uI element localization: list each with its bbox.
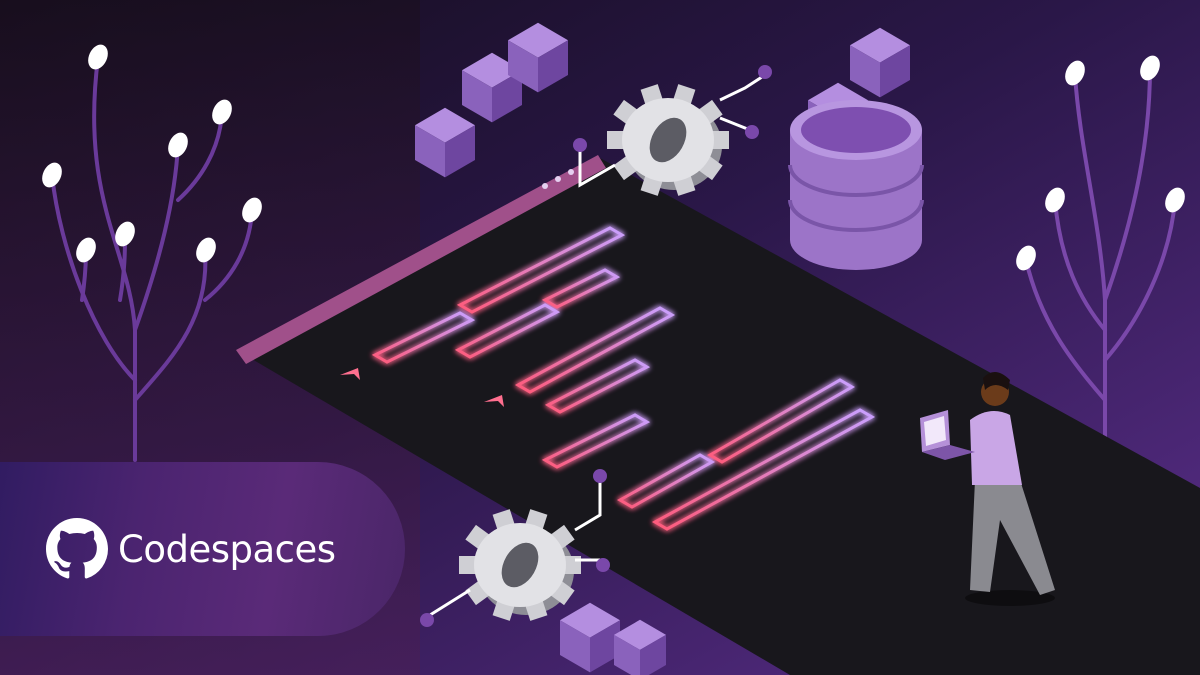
code-line (456, 226, 626, 314)
gear-icons (420, 65, 772, 627)
cube (850, 27, 910, 98)
database-icon (788, 100, 924, 270)
cube (560, 602, 620, 673)
cursor-carets (340, 368, 504, 407)
cubes (415, 22, 910, 675)
code-line (541, 268, 621, 309)
code-line (544, 358, 651, 414)
gear-icon (607, 84, 729, 196)
github-octocat-icon (46, 518, 108, 579)
code-line (707, 378, 855, 464)
tree-left (50, 56, 254, 462)
code-line (541, 413, 651, 469)
cube (462, 52, 522, 123)
gear-wires (420, 65, 772, 627)
tree-right-buds (1016, 55, 1185, 271)
brand-name: Codespaces (118, 527, 336, 571)
tree-left-buds (42, 44, 262, 263)
code-line (371, 311, 476, 364)
code-lines (371, 226, 876, 531)
cube (508, 22, 568, 93)
person-with-laptop (920, 371, 1055, 606)
cube (614, 619, 666, 675)
code-line (616, 453, 716, 509)
cube (415, 107, 475, 178)
tree-right (1024, 66, 1177, 487)
code-line (651, 408, 876, 531)
gear-icon (459, 509, 581, 621)
codespaces-badge: Codespaces (0, 462, 405, 636)
editor-titlebar (236, 155, 606, 364)
code-line (514, 306, 676, 394)
code-line (454, 303, 561, 359)
window-dots (542, 169, 574, 189)
editor-plane (240, 158, 1200, 675)
